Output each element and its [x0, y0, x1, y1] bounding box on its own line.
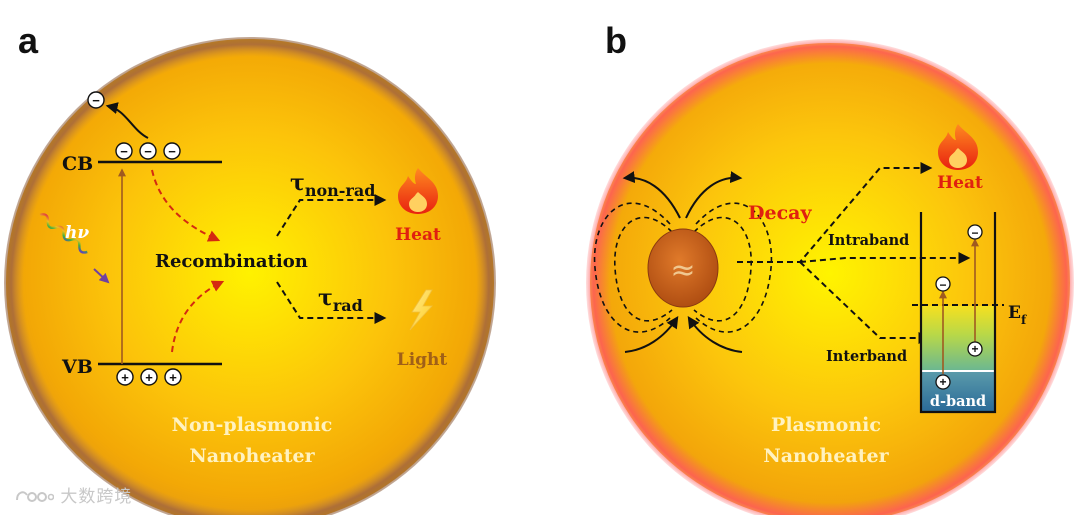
intraband-electron: [967, 224, 983, 240]
field-arrow-bottom-right: [687, 315, 743, 353]
electron: [115, 142, 133, 160]
electron-sign: −: [144, 144, 152, 159]
fermi-sub: f: [1021, 313, 1027, 327]
electron-recombination-arrow: [151, 169, 221, 242]
tau-rad-label: τrad: [318, 285, 363, 315]
band-diagram: Ef − + − + d-band: [912, 212, 1027, 414]
interband-label: Interband: [826, 348, 907, 365]
interband-electron-sign: −: [939, 278, 946, 292]
interband-hole-sign: +: [939, 375, 946, 389]
cb-label: CB: [62, 153, 93, 175]
nonrad-branch-arrow: [276, 194, 387, 237]
field-arrow-bottom-left: [624, 315, 679, 353]
decay-label: Decay: [748, 202, 812, 224]
interband-electron: [935, 276, 951, 292]
escape-arrow: [105, 102, 149, 139]
hole: [116, 368, 134, 386]
band-box-outline: [919, 212, 997, 414]
caption-b-line1: Plasmonic: [771, 414, 881, 436]
panel-b: ≈ Decay Intraband Interband Heat Ef −: [586, 39, 1074, 515]
fermi-e: E: [1008, 303, 1021, 323]
hv-label: hν: [65, 223, 89, 243]
d-band-label: d-band: [930, 393, 986, 410]
lightning-icon: [409, 289, 433, 331]
electron-sign: −: [168, 144, 176, 159]
field-arrow-top-right: [685, 171, 743, 219]
recombination-label: Recombination: [155, 251, 308, 272]
panel-a: CB VB − − − − + + +: [4, 37, 496, 515]
electron: [139, 142, 157, 160]
photon-arrow: [93, 268, 110, 284]
interband-arrow: [799, 261, 931, 344]
oscillation-symbol: ≈: [670, 253, 695, 288]
electron-sign: −: [120, 144, 128, 159]
intraband-hole-sign: +: [971, 342, 978, 356]
conduction-band-fill: [921, 306, 995, 370]
rad-branch-arrow: [276, 281, 387, 324]
field-lines: [593, 202, 773, 333]
flame-icon: [938, 124, 978, 170]
panel-b-letter: b: [605, 20, 627, 61]
hole-sign: +: [121, 370, 129, 385]
caption-b-line2: Nanoheater: [763, 445, 889, 467]
photon-wave: [39, 213, 110, 284]
panel-a-letter: a: [18, 20, 39, 61]
interband-hole: [935, 374, 951, 390]
heat-label-a: Heat: [395, 225, 441, 245]
caption-a-line2: Nanoheater: [189, 445, 315, 467]
vb-label: VB: [61, 356, 93, 378]
watermark-logo-icon: [16, 491, 54, 502]
cb-electrons: − − −: [115, 142, 181, 160]
intraband-arrow: [799, 252, 971, 264]
intraband-label: Intraband: [828, 232, 909, 249]
tau-nonrad-label: τnon-rad: [290, 170, 375, 200]
d-band-fill: [921, 372, 995, 412]
hole-sign: +: [169, 370, 177, 385]
intraband-electron-sign: −: [971, 226, 978, 240]
nanoparticle: [647, 228, 719, 308]
hole: [140, 368, 158, 386]
field-arrow-top-left: [622, 171, 681, 219]
fermi-level-label: Ef: [1008, 303, 1027, 327]
heat-label-b: Heat: [937, 173, 983, 193]
light-label: Light: [397, 350, 448, 370]
tau-symbol: τ: [318, 285, 333, 311]
tau-rad-subscript: rad: [333, 296, 363, 315]
watermark-text: 大数跨境: [60, 487, 133, 507]
escaping-electron: [87, 91, 105, 109]
photon-squiggle: [39, 213, 88, 254]
tau-symbol: τ: [290, 170, 305, 196]
electron: [163, 142, 181, 160]
heat-path-arrow: [737, 162, 933, 263]
hole-sign: +: [145, 370, 153, 385]
watermark: 大数跨境: [14, 482, 132, 508]
intraband-hole: [967, 341, 983, 357]
escaping-electron-sign: −: [92, 93, 100, 108]
hole-recombination-arrow: [171, 280, 225, 353]
flame-icon: [398, 168, 438, 214]
vb-holes: + + +: [116, 368, 182, 386]
sphere-a-rim: [4, 37, 496, 515]
tau-nonrad-subscript: non-rad: [305, 181, 376, 200]
caption-a-line1: Non-plasmonic: [172, 414, 333, 436]
hole: [164, 368, 182, 386]
